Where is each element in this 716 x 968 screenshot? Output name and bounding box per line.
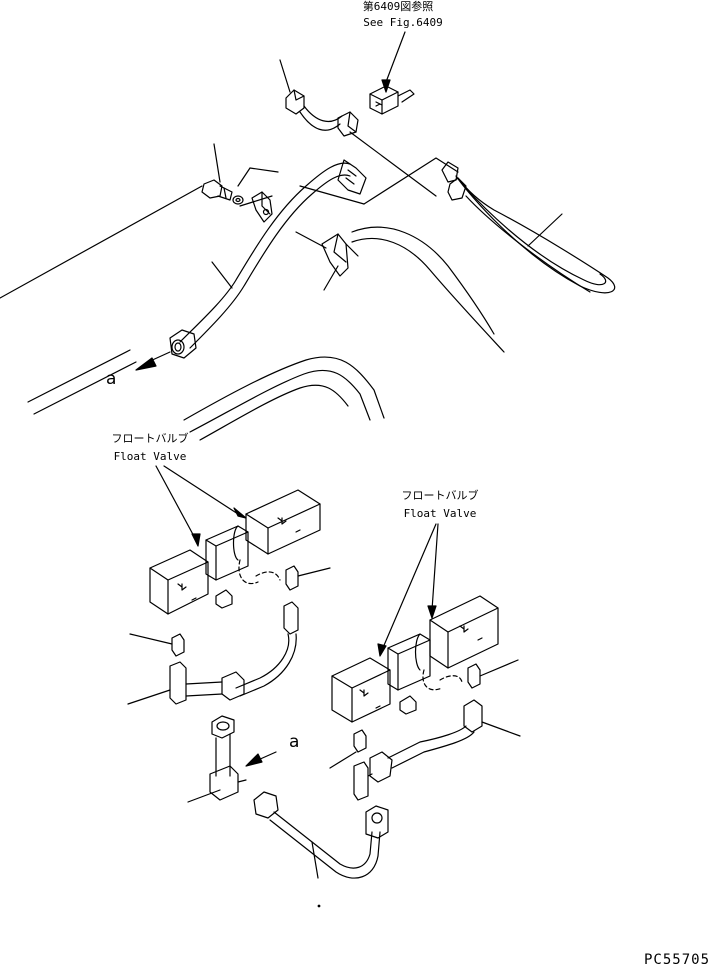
fitting-1b: [129, 633, 185, 657]
arrow-a-label-bottom: a: [289, 732, 300, 752]
guide-line-3: [299, 185, 365, 205]
float-valve-label-2-en: Float Valve: [403, 507, 477, 520]
middle-clamp: [295, 231, 359, 291]
frame-rails-top: [27, 226, 505, 441]
tube-assembly-2: [353, 699, 521, 801]
float-valve-label-1-jp: フロートバルブ: [111, 432, 189, 445]
reference-label-jp: 第6409図参照: [362, 0, 434, 13]
fitting-1a: [285, 565, 331, 591]
float-valve-1-leader-b: [163, 465, 239, 515]
ref-leader-line: [385, 31, 406, 83]
arrow-a-label-top: a: [106, 369, 117, 389]
upper-hose: [279, 59, 359, 137]
float-valve-label-1-en: Float Valve: [113, 450, 187, 463]
small-dot: [317, 904, 321, 908]
float-valve-label-2-jp: フロートバルブ: [401, 489, 479, 502]
tube-assembly-bottom: [253, 791, 389, 879]
bolt-and-washers: [201, 143, 279, 223]
float-valve-1-leader-a: [155, 465, 197, 541]
float-valve-1-body: [149, 489, 321, 615]
arrow-a-bottom-head: [245, 753, 263, 767]
fitting-2a: [467, 659, 519, 689]
main-pipe: [0, 159, 367, 359]
float-valve-2-leader-b: [431, 523, 439, 611]
tube-assembly-1: [127, 601, 299, 705]
guide-line-2: [363, 157, 459, 205]
pressure-switch-part: [369, 85, 415, 115]
drawing-code: PC55705: [644, 952, 711, 968]
tee-fitting-1: [187, 715, 247, 803]
arrow-a-top-head: [135, 357, 157, 371]
right-hose-loop: [441, 161, 616, 294]
fitting-2b: [329, 729, 367, 769]
reference-label-en: See Fig.6409: [363, 16, 443, 29]
guide-line-1: [349, 131, 437, 197]
float-valve-2-body: [331, 595, 499, 723]
float-valve-2-leader-a: [381, 523, 437, 651]
